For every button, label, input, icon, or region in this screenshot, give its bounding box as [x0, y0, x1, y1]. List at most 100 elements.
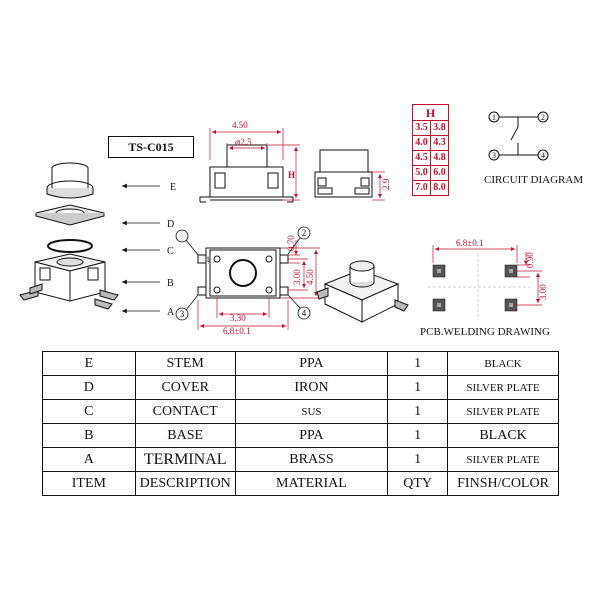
- part-c-contact: [47, 239, 93, 253]
- letter-d: D: [167, 219, 174, 230]
- bom-description: TERMINAL: [134, 447, 236, 472]
- dim-small-one: 1: [206, 255, 210, 264]
- bom-item: B: [42, 423, 136, 448]
- bom-qty: 1: [387, 447, 449, 472]
- circuit-pin-1: 1: [492, 113, 496, 122]
- bom-material: IRON: [234, 375, 389, 400]
- bom-item: E: [42, 351, 136, 376]
- bom-finish: BLACK: [447, 423, 559, 448]
- table-row: C CONTACT SUS 1 SILVER PLATE: [42, 399, 559, 424]
- bom-header-material: MATERIAL: [234, 471, 389, 496]
- height-cell: 4.0: [412, 135, 431, 151]
- part-number: TS-C015: [108, 136, 194, 158]
- height-cell: 6.0: [430, 165, 449, 181]
- pin-numbers: 2 3 4: [180, 228, 307, 319]
- dim-pitch-h: 3.30: [230, 313, 246, 323]
- bom-qty: 1: [387, 351, 449, 376]
- dim-pin-width: 0.70: [286, 235, 296, 251]
- dim-side-height: 2.9: [381, 178, 391, 190]
- top-view: [197, 247, 289, 299]
- letter-e: E: [170, 182, 176, 193]
- table-row: D COVER IRON 1 SILVER PLATE: [42, 375, 559, 400]
- front-view-dims: [209, 128, 300, 201]
- bom-item: A: [42, 447, 136, 472]
- height-cell: 4.5: [412, 150, 431, 166]
- dim-width-top: 4.50: [232, 120, 248, 130]
- bom-description: STEM: [134, 351, 236, 376]
- isometric-view: [316, 260, 409, 323]
- front-view-dim-text: 4.50 ⌀2.5 H: [232, 120, 295, 180]
- pin-4-marker: [297, 306, 311, 320]
- height-cell: 3.8: [430, 120, 449, 136]
- bom-header-item: ITEM: [42, 471, 136, 496]
- part-a-terminal: [19, 283, 119, 310]
- circuit-diagram: [488, 111, 549, 161]
- pin-1-marker: [175, 229, 189, 243]
- pin-2-label: 2: [302, 228, 307, 238]
- pin-markers: [175, 226, 311, 321]
- pin-3-marker: [175, 307, 189, 321]
- bom-item: D: [42, 375, 136, 400]
- table-row: A TERMINAL BRASS 1 SILVER PLATE: [42, 447, 559, 472]
- exploded-letters: E D C B A: [167, 182, 176, 318]
- table-row: E STEM PPA 1 BLACK: [42, 351, 559, 376]
- bom-header-description: DESCRIPTION: [134, 471, 236, 496]
- circuit-pin-2: 2: [541, 113, 545, 122]
- top-view-dim-text: 0.70 3.00 4.50 3.30 6.8±0.1 1: [206, 235, 315, 336]
- bom-description: COVER: [134, 375, 236, 400]
- height-table-header: H: [412, 104, 449, 121]
- bom-header-qty: QTY: [387, 471, 449, 496]
- dim-pitch-v: 3.00: [292, 269, 302, 285]
- exploded-view: [19, 162, 119, 310]
- bom-table: E STEM PPA 1 BLACK D COVER IRON 1 SILVER…: [42, 351, 559, 496]
- side-view-dims: [372, 171, 385, 201]
- bom-material: BRASS: [234, 447, 389, 472]
- part-b-base: [34, 253, 106, 302]
- bom-finish: SILVER PLATE: [447, 375, 559, 400]
- bom-header-finish: FINSH/COLOR: [447, 471, 559, 496]
- pcb-welding-label: PCB.WELDING DRAWING: [420, 326, 550, 338]
- top-view-dims: [197, 240, 320, 330]
- table-header-row: ITEM DESCRIPTION MATERIAL QTY FINSH/COLO…: [42, 471, 559, 496]
- pin-2-marker: [297, 226, 311, 240]
- pin-4-label: 4: [302, 308, 307, 318]
- bom-material: PPA: [234, 351, 389, 376]
- dim-pcb-pitch: 3.00: [538, 284, 548, 300]
- part-d-cover: [35, 204, 105, 226]
- bom-qty: 1: [387, 399, 449, 424]
- bom-material: SUS: [234, 399, 389, 424]
- bom-finish: SILVER PLATE: [447, 447, 559, 472]
- front-view: [199, 144, 294, 203]
- height-cell: 8.0: [430, 180, 449, 196]
- height-cell: 4.8: [430, 150, 449, 166]
- letter-c: C: [167, 246, 174, 257]
- pcb-welding-drawing: 6.8±0.1 0.90 3.00: [428, 238, 548, 320]
- technical-drawing: E D C B A 4.50 ⌀2.5 H: [19, 111, 549, 336]
- dim-pcb-overall: 6.8±0.1: [456, 238, 483, 248]
- part-e-stem: [46, 162, 94, 199]
- bom-qty: 1: [387, 375, 449, 400]
- bom-qty: 1: [387, 423, 449, 448]
- bom-finish: SILVER PLATE: [447, 399, 559, 424]
- circuit-pin-3: 3: [492, 151, 496, 160]
- bom-finish: BLACK: [447, 351, 559, 376]
- dim-pad-size: 0.90: [525, 252, 535, 268]
- dim-overall: 6.8±0.1: [223, 326, 250, 336]
- circuit-diagram-label: CIRCUIT DIAGRAM: [484, 174, 584, 186]
- exploded-callouts: [122, 183, 160, 314]
- letter-a: A: [167, 307, 175, 318]
- bom-description: CONTACT: [134, 399, 236, 424]
- bom-material: PPA: [234, 423, 389, 448]
- height-cell: 3.5: [412, 120, 431, 136]
- height-cell: 5.0: [412, 165, 431, 181]
- circuit-pin-4: 4: [541, 151, 545, 160]
- side-view: [314, 149, 373, 198]
- bom-description: BASE: [134, 423, 236, 448]
- dim-height: H: [288, 170, 295, 180]
- dim-stem-dia: ⌀2.5: [235, 137, 252, 147]
- height-cell: 7.0: [412, 180, 431, 196]
- dim-body-v: 4.50: [305, 269, 315, 285]
- letter-b: B: [167, 278, 174, 289]
